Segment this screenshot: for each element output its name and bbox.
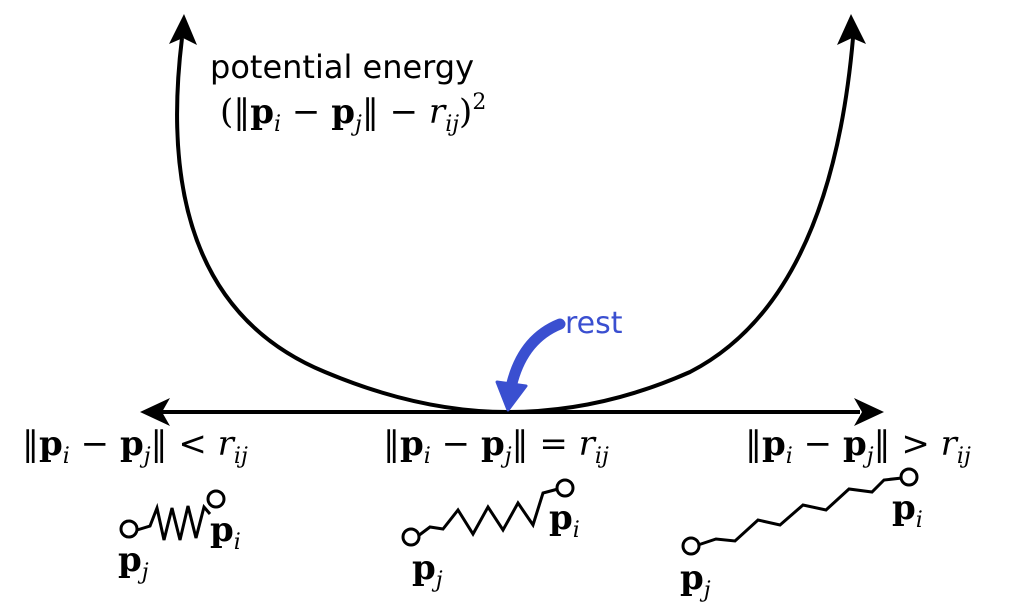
spring-compressed <box>119 489 226 541</box>
energy-formula: (‖pi − pj‖ − rij)2 <box>220 90 487 137</box>
energy-title: potential energy <box>210 48 475 86</box>
point-pi-stretched <box>899 467 919 487</box>
point-pi-rest <box>555 478 575 498</box>
rest-arrow <box>495 318 566 412</box>
energy-curve <box>175 37 855 415</box>
spring-stretched <box>681 467 919 556</box>
curve-arrow-left <box>169 14 197 45</box>
label-pi-compressed: pi <box>210 510 241 555</box>
curve-arrow-right <box>837 14 866 45</box>
rest-label: rest <box>565 306 623 341</box>
label-pj-stretched: pj <box>680 558 711 603</box>
spring-rest <box>401 478 575 547</box>
condition-stretched: ‖pi − pj‖ > rij <box>745 424 971 469</box>
axis-arrow-right <box>854 398 884 426</box>
label-pi-rest: pi <box>549 498 580 543</box>
axis-arrow-left <box>140 398 170 426</box>
condition-equal: ‖pi − pj‖ = rij <box>383 424 609 469</box>
label-pi-stretched: pi <box>892 488 923 533</box>
point-pj-stretched <box>681 536 701 556</box>
condition-compressed: ‖pi − pj‖ < rij <box>22 424 248 469</box>
label-pj-compressed: pj <box>118 540 149 585</box>
point-pj-rest <box>401 527 421 547</box>
label-pj-rest: pj <box>412 548 443 593</box>
point-pi-compressed <box>206 489 226 509</box>
point-pj-compressed <box>119 519 139 539</box>
